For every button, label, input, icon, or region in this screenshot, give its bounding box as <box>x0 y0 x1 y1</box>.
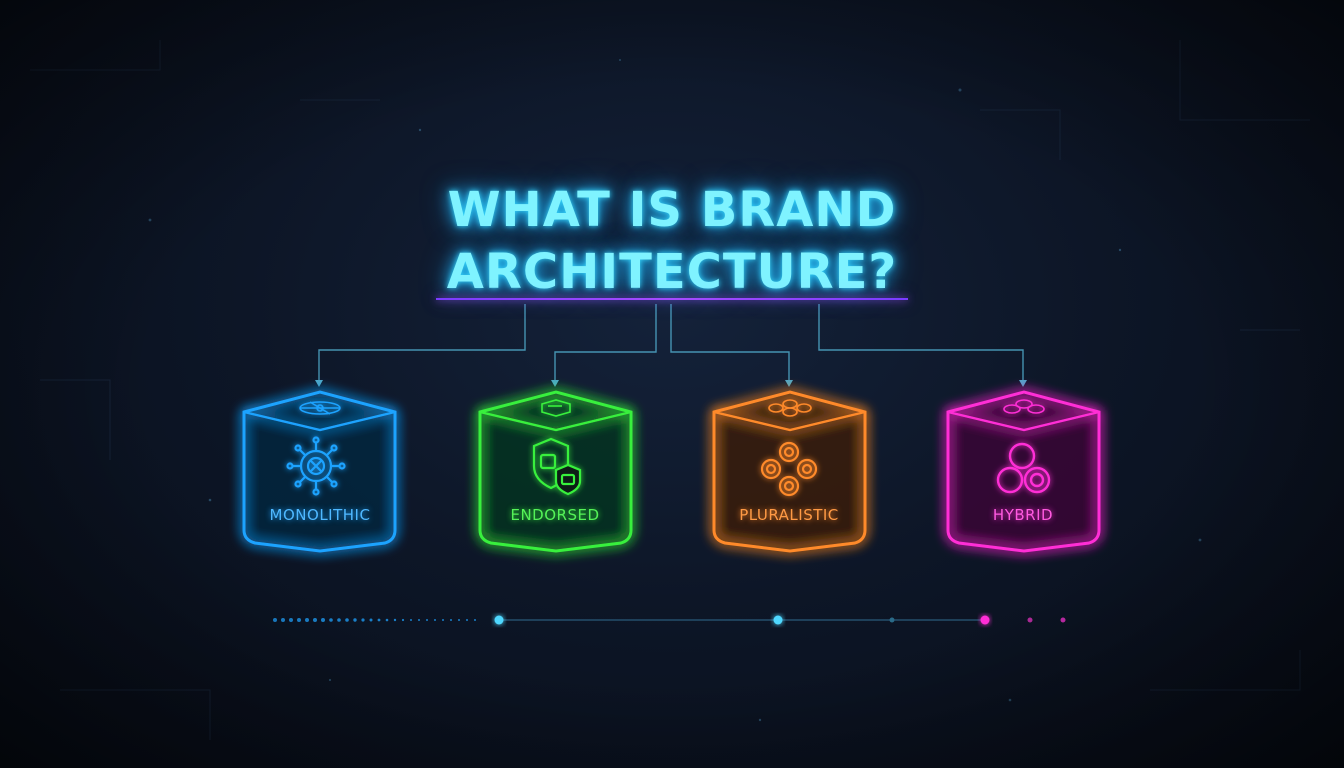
background-circuitry <box>30 40 1310 740</box>
label-pluralistic: PLURALISTIC <box>739 506 839 524</box>
timeline-node <box>494 615 504 625</box>
gear-network-icon <box>286 436 346 496</box>
connector-lines <box>318 304 1024 384</box>
title-line-1: WHAT IS BRAND <box>447 182 897 238</box>
connector-monolithic <box>318 304 526 384</box>
connector-pluralistic <box>670 304 790 384</box>
cube-monolithic <box>242 390 397 553</box>
connector-hybrid <box>818 304 1024 384</box>
timeline-node <box>889 617 895 623</box>
timeline-node <box>980 615 990 625</box>
connector-endorsed <box>554 304 657 384</box>
timeline-node <box>1060 617 1066 623</box>
label-monolithic: MONOLITHIC <box>269 506 371 524</box>
timeline-node <box>773 615 783 625</box>
cube-hybrid <box>946 390 1101 553</box>
label-hybrid: HYBRID <box>992 506 1054 524</box>
timeline-node <box>1027 617 1033 623</box>
timeline-track <box>273 615 1066 625</box>
title-underline <box>436 298 908 300</box>
title-line-2: ARCHITECTURE? <box>446 244 898 300</box>
label-endorsed: ENDORSED <box>510 506 600 524</box>
timeline-dots <box>273 618 476 622</box>
